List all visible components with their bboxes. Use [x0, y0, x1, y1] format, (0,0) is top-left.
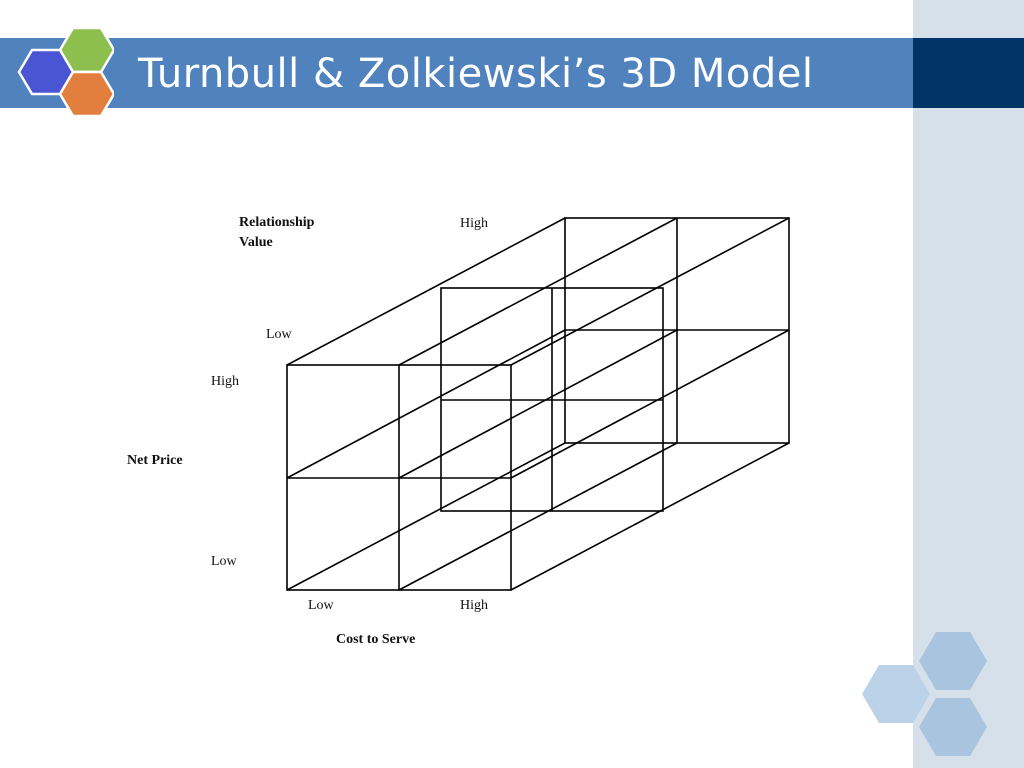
title-bar	[0, 38, 913, 108]
title-bar-accent	[913, 38, 1024, 108]
net-price-label: Net Price	[127, 453, 183, 468]
relationship-value-high: High	[460, 216, 488, 231]
net-price-low: Low	[211, 554, 238, 569]
three-d-model-diagram: Relationship Value High Low High Net Pri…	[127, 215, 790, 647]
relationship-value-label-line2: Value	[239, 235, 273, 250]
logo-hexagon-icon	[17, 26, 114, 118]
relationship-value-label-line1: Relationship	[239, 215, 315, 230]
decorative-hexagon-icon	[862, 632, 987, 756]
relationship-value-low: Low	[266, 327, 293, 342]
cost-to-serve-label: Cost to Serve	[336, 632, 415, 647]
cost-to-serve-low: Low	[308, 598, 335, 613]
slide-title: Turnbull & Zolkiewski’s 3D Model	[138, 51, 814, 97]
net-price-high: High	[211, 374, 239, 389]
cube-grid	[286, 217, 790, 591]
cost-to-serve-high: High	[460, 598, 488, 613]
